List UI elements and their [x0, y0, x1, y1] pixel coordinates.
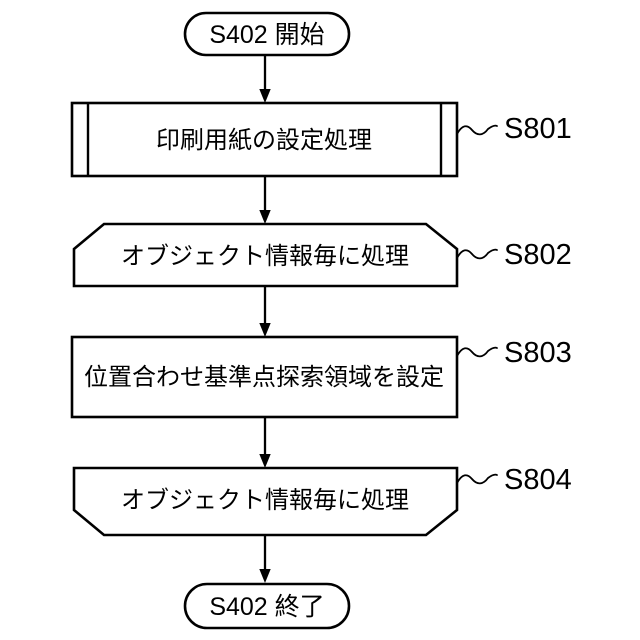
- step-s802-shape: [72, 222, 459, 288]
- step-s803-process: 位置合わせ基準点探索領域を設定 S803: [70, 335, 572, 419]
- flow-arrow-4: [259, 417, 271, 468]
- step-s803-shape: [70, 335, 459, 419]
- arrowhead-icon: [259, 210, 271, 224]
- arrowhead-icon: [259, 569, 271, 583]
- step-s804-loop-end: オブジェクト情報毎に処理 S804: [72, 464, 572, 537]
- terminator-end-label: S402 終了: [209, 593, 324, 621]
- flow-arrow-2: [259, 176, 271, 224]
- terminator-start: S402 開始: [183, 11, 351, 57]
- terminator-start-label: S402 開始: [209, 21, 324, 49]
- step-s804-shape: [72, 466, 459, 537]
- step-s802-text: オブジェクト情報毎に処理: [121, 243, 409, 270]
- step-s801-shape: [70, 101, 459, 178]
- arrowhead-icon: [259, 323, 271, 337]
- arrowhead-icon: [259, 89, 271, 103]
- step-label-s804: S804: [504, 464, 572, 496]
- step-label-s803: S803: [504, 337, 572, 369]
- arrowhead-icon: [259, 454, 271, 468]
- step-s801-text: 印刷用紙の設定処理: [156, 127, 372, 154]
- tilde-connector-s802: [456, 248, 498, 260]
- flow-arrow-5: [259, 535, 271, 583]
- terminator-start-shape: [183, 11, 351, 57]
- terminator-end-shape: [183, 582, 351, 630]
- tilde-connector-s804: [456, 473, 498, 485]
- step-s802-loop-start: オブジェクト情報毎に処理 S802: [72, 222, 572, 288]
- flow-arrow-3: [259, 286, 271, 337]
- step-s803-text: 位置合わせ基準点探索領域を設定: [84, 364, 444, 391]
- tilde-connector-s801: [456, 124, 498, 136]
- flow-arrow-1: [259, 55, 271, 103]
- step-label-s801: S801: [504, 113, 572, 145]
- tilde-connector-s803: [456, 346, 498, 358]
- step-s804-text: オブジェクト情報毎に処理: [121, 487, 409, 514]
- terminator-end: S402 終了: [183, 582, 351, 630]
- step-s801-subroutine: 印刷用紙の設定処理 S801: [70, 101, 572, 178]
- step-label-s802: S802: [504, 239, 572, 271]
